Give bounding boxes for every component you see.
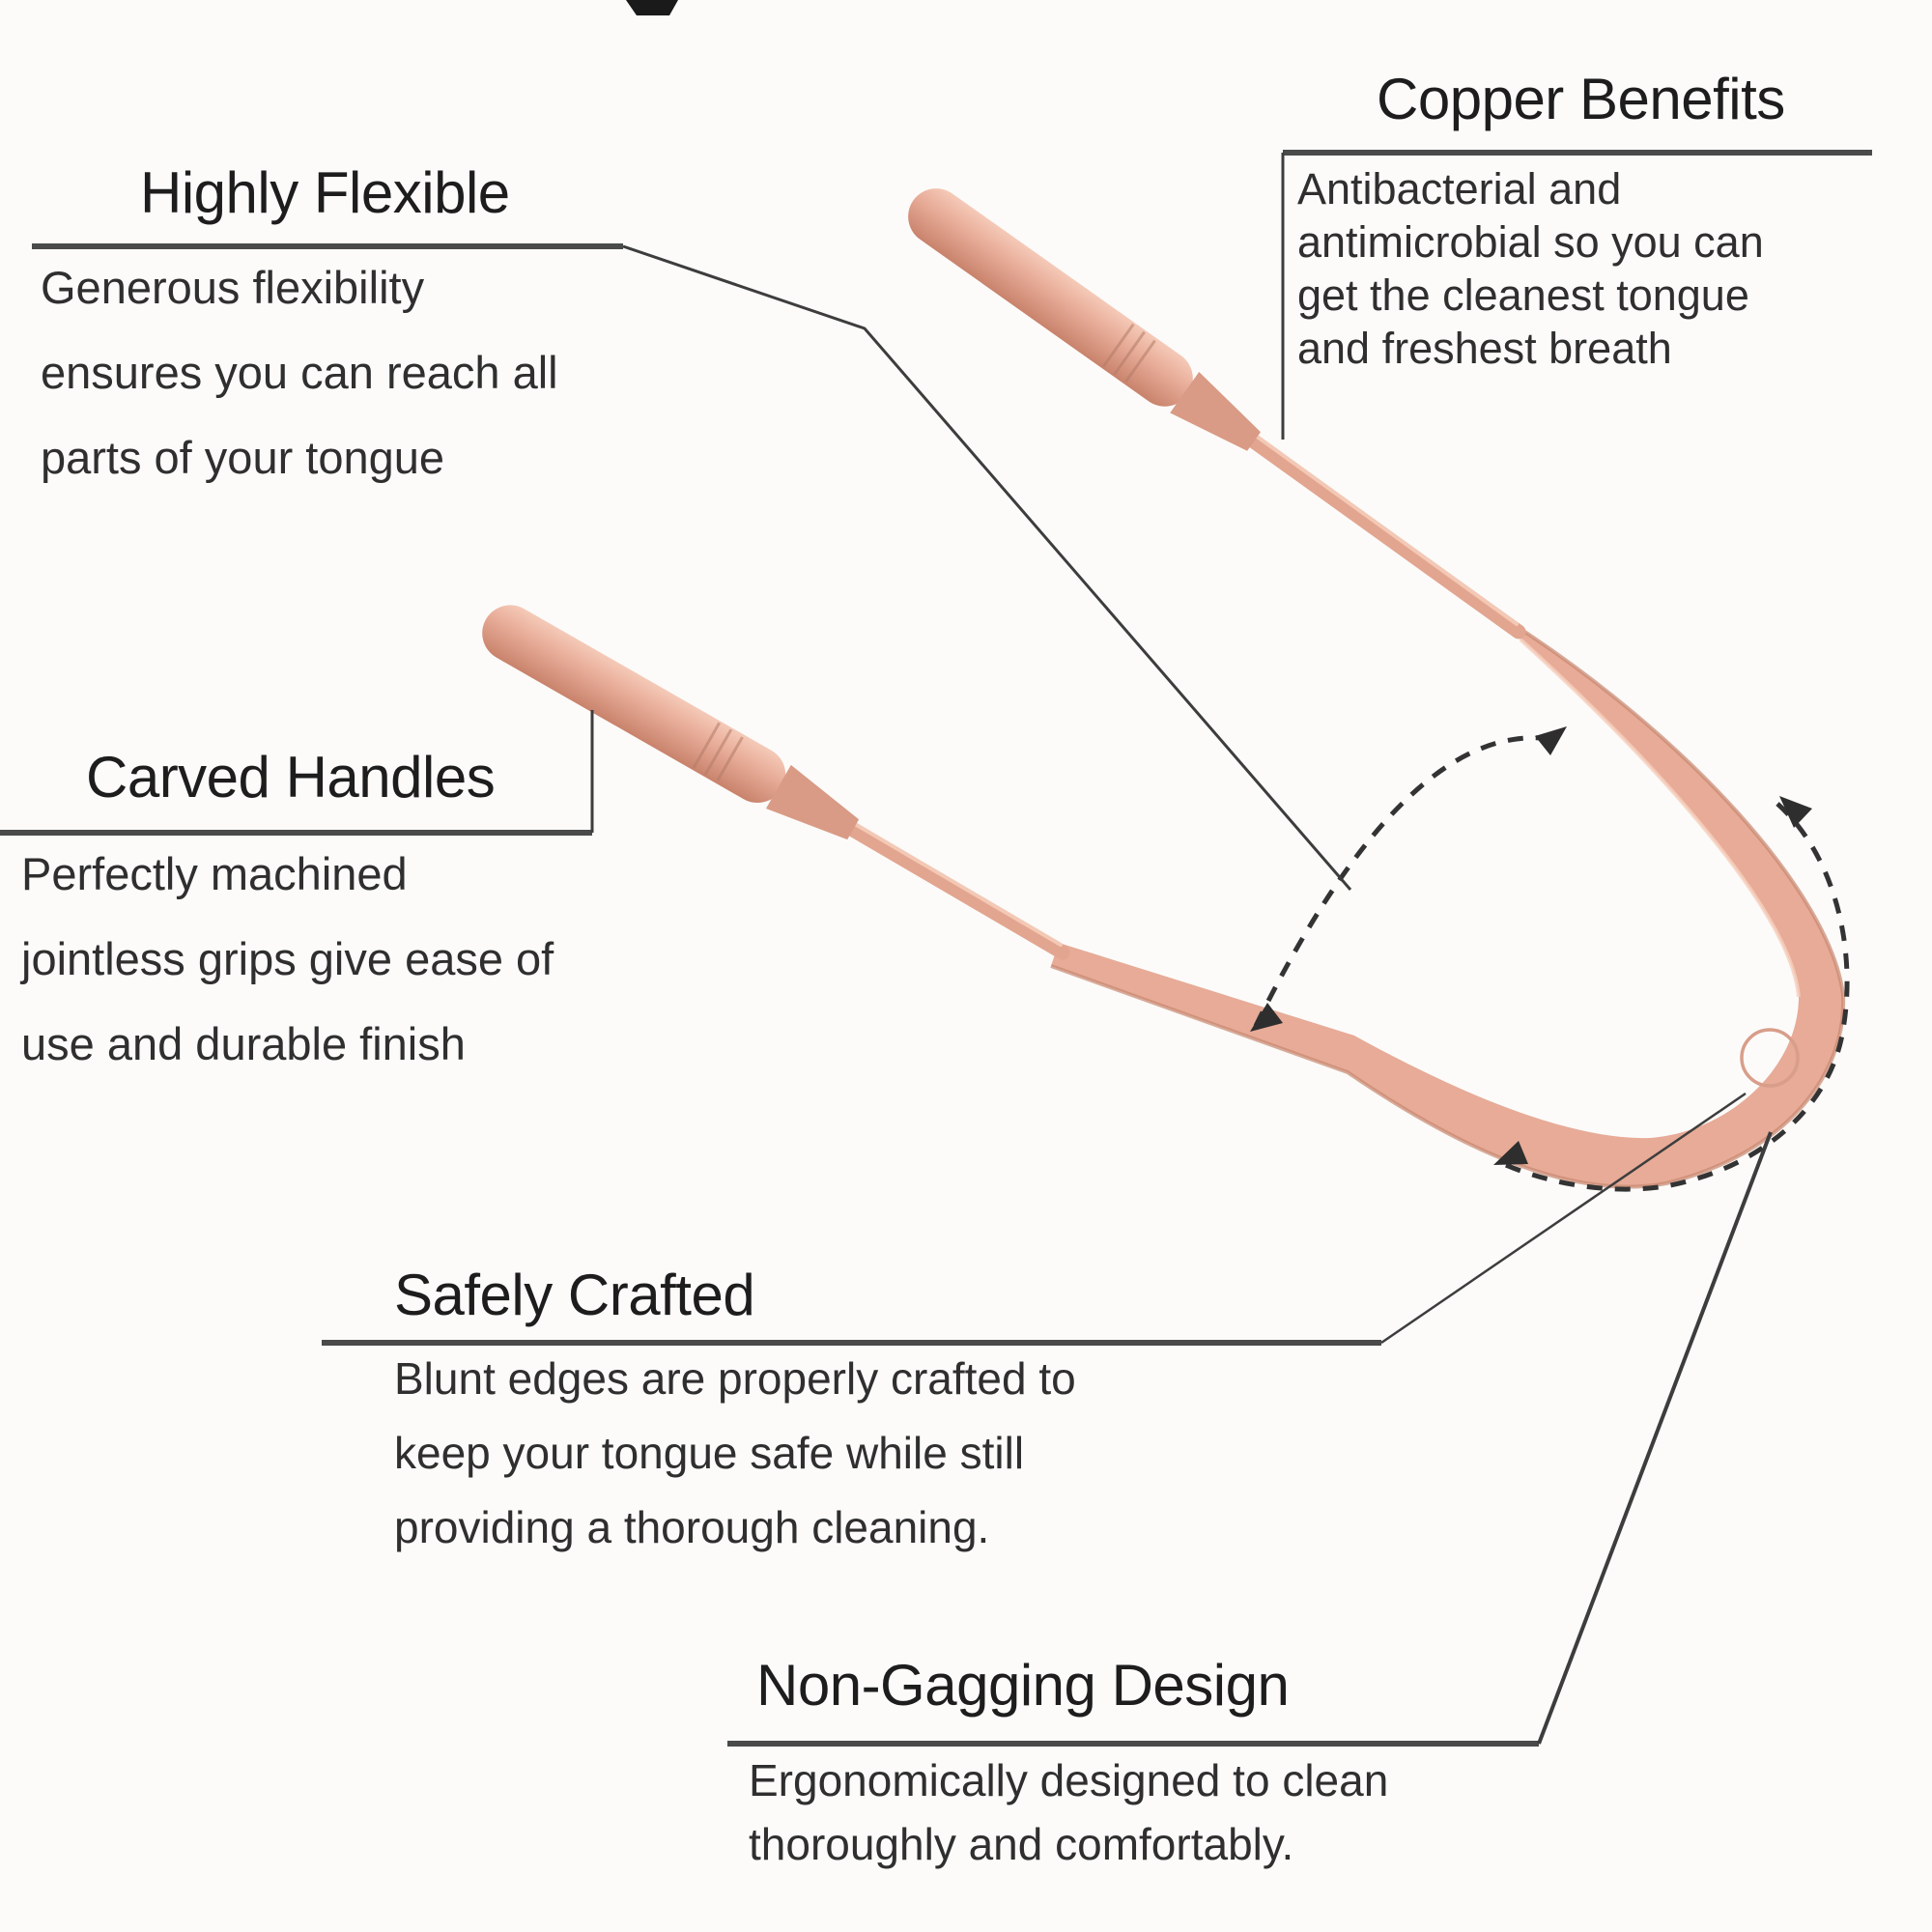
callout-underlines (0, 150, 1872, 1747)
arrow-down-left-icon (1250, 1003, 1283, 1032)
handle-left-neck (765, 764, 860, 840)
scraper-wire-left-highlight (853, 822, 1063, 947)
arrow-up-left-icon (1779, 796, 1812, 828)
body-line: antimicrobial so you can (1297, 217, 1764, 267)
leader-safely-crafted (1380, 1092, 1747, 1345)
body-line: and freshest breath (1297, 324, 1672, 373)
body-line: Perfectly machined (21, 848, 408, 899)
scraper-handle-right (908, 188, 1261, 451)
callout-leader-lines (590, 153, 1773, 1745)
crop-artifact (626, 0, 678, 15)
callout-body-highly-flexible: Generous flexibility ensures you can rea… (41, 245, 558, 500)
callout-title-safely-crafted: Safely Crafted (394, 1263, 755, 1327)
callout-title-highly-flexible: Highly Flexible (140, 160, 510, 225)
body-line: Blunt edges are properly crafted to (394, 1353, 1076, 1404)
arrow-up-right-icon (1535, 726, 1567, 755)
callout-body-non-gagging: Ergonomically designed to clean thorough… (749, 1748, 1388, 1876)
body-line: parts of your tongue (41, 432, 445, 483)
callout-title-carved-handles: Carved Handles (86, 745, 496, 810)
body-line: Generous flexibility (41, 262, 425, 313)
scraper-wire-right-highlight (1254, 434, 1519, 626)
scraper-wire-left (845, 822, 1070, 960)
handle-left-body (482, 605, 786, 804)
body-line: keep your tongue safe while still (394, 1428, 1025, 1478)
callout-body-copper-benefits: Antibacterial and antimicrobial so you c… (1297, 162, 1764, 375)
leader-non-gagging (1537, 1131, 1773, 1745)
callout-body-safely-crafted: Blunt edges are properly crafted to keep… (394, 1342, 1076, 1565)
flex-motion-arc-inner (1253, 735, 1558, 1028)
body-line: providing a thorough cleaning. (394, 1502, 990, 1552)
scraper-handle-left (482, 605, 860, 840)
motion-arrowheads (1250, 726, 1812, 1165)
handle-left-grooves (692, 722, 744, 781)
body-line: use and durable finish (21, 1018, 466, 1069)
arrow-left-icon (1493, 1141, 1528, 1165)
body-line: Antibacterial and (1297, 164, 1622, 213)
flex-motion-arc-outer (1495, 802, 1850, 1192)
callout-body-carved-handles: Perfectly machined jointless grips give … (21, 832, 554, 1087)
body-line: jointless grips give ease of (21, 933, 554, 984)
leader-highly-flexible (622, 244, 1352, 891)
band-highlight-edge (1519, 638, 1801, 998)
handle-right-grooves (1101, 323, 1156, 383)
callout-title-copper-benefits: Copper Benefits (1377, 67, 1785, 131)
bend-highlight-circle (1740, 1028, 1800, 1088)
body-line: ensures you can reach all (41, 347, 558, 398)
scraper-wire-right (1246, 434, 1526, 639)
body-line: thoroughly and comfortably. (749, 1819, 1294, 1869)
scraper-band (1051, 620, 1844, 1187)
callout-title-non-gagging: Non-Gagging Design (756, 1653, 1290, 1718)
handle-right-body (908, 188, 1193, 407)
handle-right-neck (1170, 371, 1261, 451)
body-line: Ergonomically designed to clean (749, 1755, 1389, 1805)
body-line: get the cleanest tongue (1297, 270, 1749, 320)
